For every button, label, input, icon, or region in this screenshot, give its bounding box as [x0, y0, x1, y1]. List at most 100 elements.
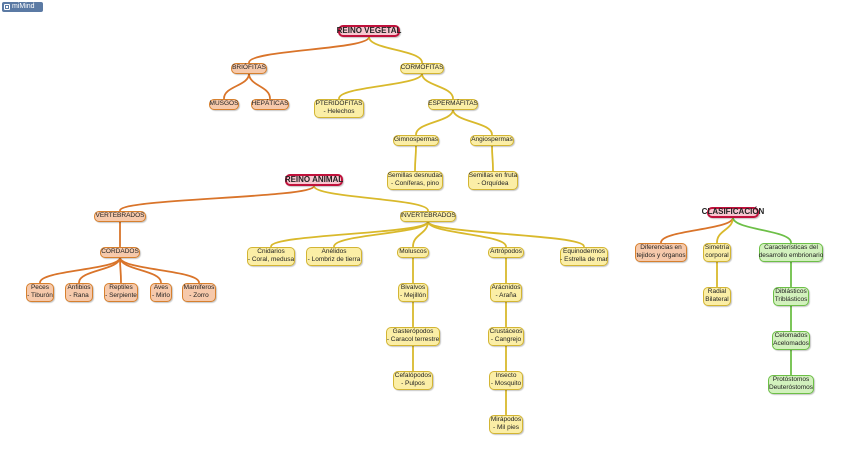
link-invertebrados-cnidarios — [270, 220, 429, 248]
node-label: Deuteróstomos — [768, 384, 814, 391]
node-label: Gimnospermas — [393, 135, 439, 143]
link-clasificacion-simetria — [716, 216, 734, 244]
node-label: - Pulpos — [401, 380, 425, 387]
node-aracnidos[interactable]: Arácnidos- Araña — [490, 282, 522, 302]
node-label: Acelomados — [773, 340, 809, 347]
node-label: Peces — [30, 283, 50, 291]
node-label: HEPÁTICAS — [251, 99, 289, 107]
node-label: Arácnidos — [491, 283, 521, 291]
link-invertebrados-artropodos — [427, 220, 507, 248]
node-invertebrados[interactable]: INVERTEBRADOS — [400, 210, 456, 222]
node-label: Artrópodos — [490, 247, 522, 255]
node-label: MUSGOS — [209, 99, 239, 107]
node-anfibios[interactable]: Anfibios- Rana — [65, 282, 93, 302]
node-label: Reptiles — [109, 283, 133, 291]
node-gasteropodos[interactable]: Gasterópodos- Caracol terrestre — [386, 326, 440, 346]
node-cefalopodos[interactable]: Cefalópodos- Pulpos — [393, 370, 433, 390]
node-label: Moluscos — [399, 247, 427, 255]
node-reino-vegetal[interactable]: REINO VEGETAL — [336, 25, 402, 37]
node-label: VERTEBRADOS — [95, 211, 145, 219]
node-label: - Zorro — [189, 292, 209, 299]
node-label: Diblásticos — [775, 287, 807, 295]
node-label: - Orquídea — [477, 180, 509, 187]
node-musgos[interactable]: MUSGOS — [209, 98, 239, 110]
node-semillas-desnudas[interactable]: Semillas desnudas- Coníferas, pino — [387, 170, 443, 190]
node-cnidarios[interactable]: Cnidarios- Coral, medusa — [247, 246, 295, 266]
node-label: - Mejillón — [400, 292, 427, 299]
node-label: Gasterópodos — [392, 327, 434, 335]
node-peces[interactable]: Peces- Tiburón — [26, 282, 54, 302]
node-cormofitas[interactable]: CORMÓFITAS — [400, 62, 444, 74]
node-label: Equinodermos — [563, 247, 605, 255]
node-label: BRIÓFITAS — [232, 63, 266, 71]
node-label: Mirápodos — [490, 415, 522, 423]
node-label: Celomados — [774, 331, 808, 339]
link-reino_vegetal-briofitas — [248, 36, 370, 64]
link-clasificacion-diferencias — [660, 216, 734, 244]
node-label: Características del — [764, 243, 818, 251]
app-logo-text: miMind — [12, 3, 35, 10]
link-briofitas-musgos — [223, 72, 250, 100]
node-label: desarrollo embrionario — [758, 252, 824, 259]
link-cordados-peces — [39, 256, 121, 284]
link-reino_vegetal-cormofitas — [368, 36, 423, 64]
node-label: PTERIDÓFITAS — [315, 99, 363, 107]
node-briofitas[interactable]: BRIÓFITAS — [231, 62, 267, 74]
node-label: CORMÓFITAS — [400, 63, 444, 71]
node-label: Cnidarios — [257, 247, 285, 255]
node-vertebrados[interactable]: VERTEBRADOS — [94, 210, 146, 222]
node-label: - Caracol terrestre — [386, 336, 440, 343]
node-insecto[interactable]: Insecto- Mosquito — [489, 370, 523, 390]
node-aves[interactable]: Aves- Mirlo — [150, 282, 172, 302]
node-mirapodos[interactable]: Mirápodos- Mil pies — [489, 414, 523, 434]
node-label: corporal — [705, 252, 729, 259]
node-bivalvos[interactable]: Bivalvos- Mejillón — [398, 282, 428, 302]
node-label: Semillas en fruta — [468, 171, 518, 179]
link-reino_animal-invertebrados — [313, 185, 429, 212]
node-semillas-fruta[interactable]: Semillas en fruta- Orquídea — [468, 170, 518, 190]
node-label: Semillas desnudas — [387, 171, 443, 179]
node-moluscos[interactable]: Moluscos — [397, 246, 429, 258]
node-label: Anfibios — [67, 283, 91, 291]
link-gimnospermas-semillas_desnudas — [414, 144, 417, 172]
node-label: - Helechos — [323, 108, 355, 115]
node-label: Insecto — [495, 371, 517, 379]
link-angiospermas-semillas_fruta — [491, 144, 494, 172]
node-reino-animal[interactable]: REINO ANIMAL — [285, 174, 343, 186]
node-angiospermas[interactable]: Angiospermas — [470, 134, 514, 146]
node-pteridofitas[interactable]: PTERIDÓFITAS- Helechos — [314, 98, 364, 118]
link-invertebrados-equinodermos — [427, 220, 585, 248]
node-label: - Coníferas, pino — [390, 180, 440, 187]
link-cordados-mamiferos — [119, 256, 200, 284]
node-reptiles[interactable]: Reptiles- Serpiente — [104, 282, 138, 302]
node-espermafitas[interactable]: ESPERMÁFITAS — [428, 98, 478, 110]
node-artropodos[interactable]: Artrópodos — [488, 246, 524, 258]
node-mamiferos[interactable]: Mamíferos- Zorro — [182, 282, 216, 302]
node-hepaticas[interactable]: HEPÁTICAS — [251, 98, 289, 110]
node-label: Crustáceos — [489, 327, 523, 335]
node-label: Mamíferos — [183, 283, 215, 291]
node-label: - Serpiente — [105, 292, 137, 299]
node-label: - Lombriz de tierra — [307, 256, 361, 263]
node-label: REINO VEGETAL — [336, 25, 402, 35]
node-clasificacion[interactable]: CLASIFICACIÓN — [702, 206, 764, 218]
node-label: Aves — [153, 283, 169, 291]
node-label: Bivalvos — [400, 283, 426, 291]
link-espermafitas-angiospermas — [452, 108, 493, 136]
node-anelidos[interactable]: Anélidos- Lombriz de tierra — [306, 246, 362, 266]
node-equinodermos[interactable]: Equinodermos- Estrella de mar — [560, 246, 608, 266]
node-label: Anélidos — [321, 247, 347, 255]
link-cordados-anfibios — [78, 256, 121, 284]
node-crustaceos[interactable]: Crustáceos- Cangrejo — [488, 326, 524, 346]
node-cordados[interactable]: CORDADOS — [100, 246, 140, 258]
node-gimnospermas[interactable]: Gimnospermas — [393, 134, 439, 146]
link-cormofitas-espermafitas — [421, 72, 454, 100]
node-label: - Cangrejo — [490, 336, 522, 343]
